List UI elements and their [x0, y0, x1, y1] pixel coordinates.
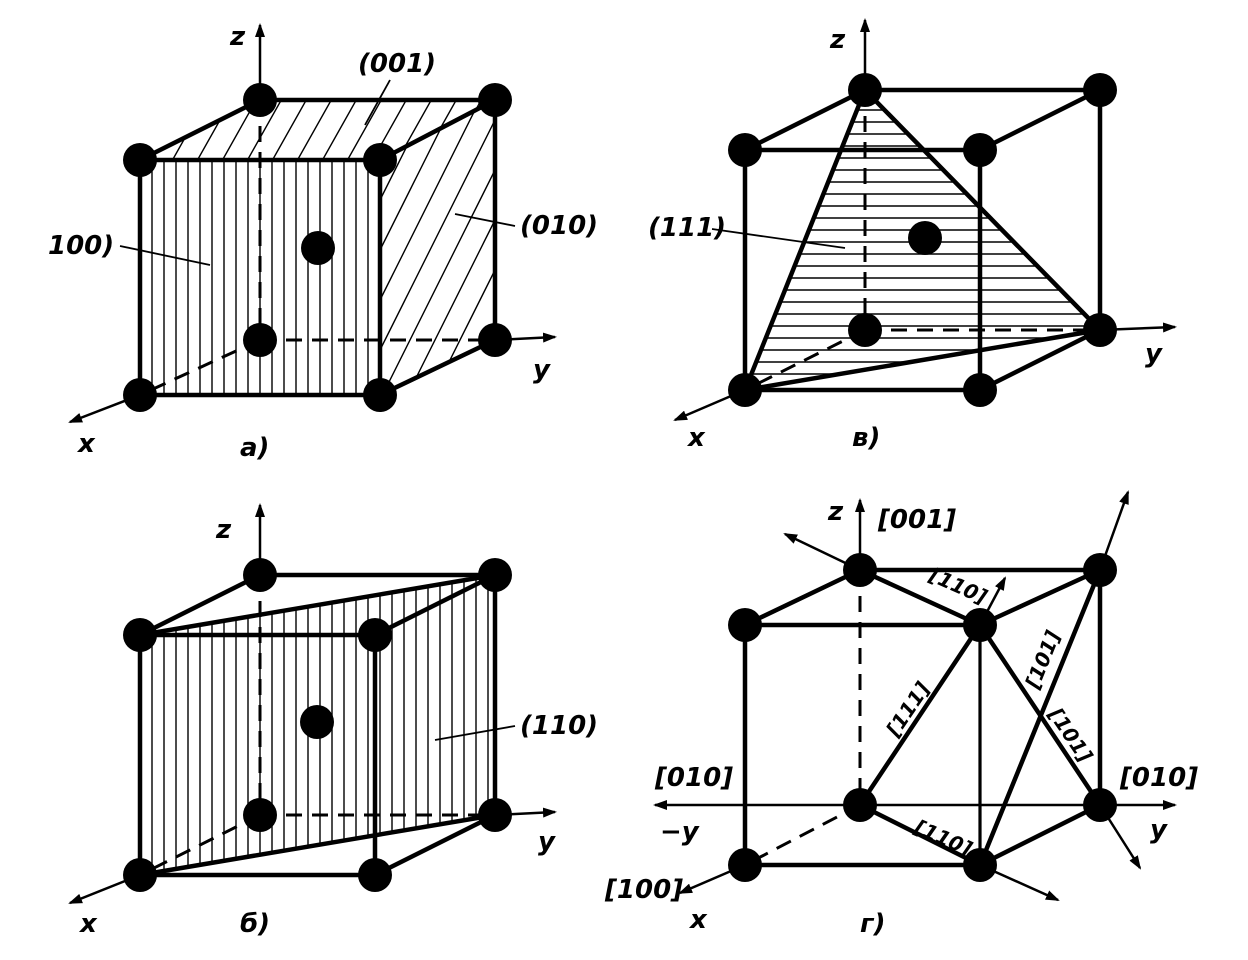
- atom: [843, 553, 877, 587]
- x-axis-label: x: [688, 905, 708, 935]
- atom: [1083, 73, 1117, 107]
- center-atom: [301, 231, 335, 265]
- atom: [848, 73, 882, 107]
- z-axis-label: z: [829, 25, 846, 55]
- atom: [963, 133, 997, 167]
- hidden-edge: [744, 803, 861, 867]
- center-atom: [908, 221, 942, 255]
- leader-line: [434, 725, 516, 741]
- atom: [478, 83, 512, 117]
- atom: [363, 143, 397, 177]
- y-axis-label: y: [538, 827, 556, 857]
- dir-110-bottom-label: [110]: [910, 814, 976, 861]
- plane-001-label: (001): [358, 49, 436, 79]
- atoms: [123, 83, 512, 412]
- dir-101-a-label: [101]: [1020, 627, 1065, 693]
- atom: [728, 133, 762, 167]
- plane-001-hatching: [149, 100, 495, 160]
- panel-b: z y x (110) б): [68, 503, 598, 939]
- plane-010-hatching: [380, 100, 495, 395]
- atoms: [123, 558, 512, 892]
- cube-edges: [742, 87, 1103, 393]
- neg-y-axis-label: −y: [660, 817, 700, 847]
- atom: [358, 618, 392, 652]
- atom: [1083, 788, 1117, 822]
- leader-line: [119, 245, 211, 266]
- atom: [728, 608, 762, 642]
- z-axis-label: z: [229, 22, 246, 52]
- panel-g: z y −y x [001] [010] [010] [100] [110] […: [604, 490, 1198, 939]
- hidden-edge: [744, 328, 866, 392]
- cube-edges: [742, 567, 1103, 868]
- y-axis-label: y: [1145, 339, 1163, 369]
- atom: [243, 83, 277, 117]
- atom: [243, 323, 277, 357]
- z-axis-label: z: [827, 497, 844, 527]
- atom: [478, 323, 512, 357]
- x-axis-label: x: [76, 429, 96, 459]
- leader-line: [364, 79, 391, 126]
- atom: [358, 858, 392, 892]
- panel-v: z y x (111) в): [648, 18, 1177, 453]
- atoms: [728, 553, 1117, 882]
- x-axis-label: x: [686, 423, 706, 453]
- atom: [1083, 553, 1117, 587]
- atom: [123, 143, 157, 177]
- z-axis-label: z: [215, 515, 232, 545]
- leader-line: [454, 213, 516, 227]
- atom: [123, 618, 157, 652]
- atom: [478, 558, 512, 592]
- panel-v-caption: в): [852, 423, 880, 453]
- hidden-edge: [139, 813, 261, 877]
- dir-010-right-label: [010]: [1119, 763, 1198, 793]
- atom: [963, 608, 997, 642]
- atom: [123, 858, 157, 892]
- atom: [1083, 313, 1117, 347]
- atom: [478, 798, 512, 832]
- panel-a: z y x (001) 100) (010) а): [48, 22, 598, 463]
- panel-g-caption: г): [860, 909, 885, 939]
- center-atom: [300, 705, 334, 739]
- leader-line: [711, 228, 846, 249]
- dir-001-label: [001]: [877, 505, 956, 535]
- atom: [243, 798, 277, 832]
- atom: [963, 373, 997, 407]
- panel-b-caption: б): [240, 909, 270, 939]
- dir-100-label: [100]: [604, 875, 683, 905]
- atom: [963, 848, 997, 882]
- atom: [728, 373, 762, 407]
- atom: [848, 313, 882, 347]
- hidden-edge: [139, 338, 261, 397]
- plane-110-label: (110): [520, 711, 598, 741]
- atom: [243, 558, 277, 592]
- plane-010-label: (010): [520, 211, 598, 241]
- plane-100-label: 100): [48, 231, 114, 261]
- y-axis-label: y: [1150, 815, 1168, 845]
- atom: [728, 848, 762, 882]
- dir-010-left-label: [010]: [654, 763, 733, 793]
- y-axis-label: y: [533, 355, 551, 385]
- plane-111-label: (111): [648, 213, 726, 243]
- atoms: [728, 73, 1117, 407]
- x-axis-label: x: [78, 909, 98, 939]
- atom: [123, 378, 157, 412]
- plane-100-hatching: [151, 160, 369, 395]
- panel-a-caption: а): [240, 433, 269, 463]
- atom: [363, 378, 397, 412]
- atom: [843, 788, 877, 822]
